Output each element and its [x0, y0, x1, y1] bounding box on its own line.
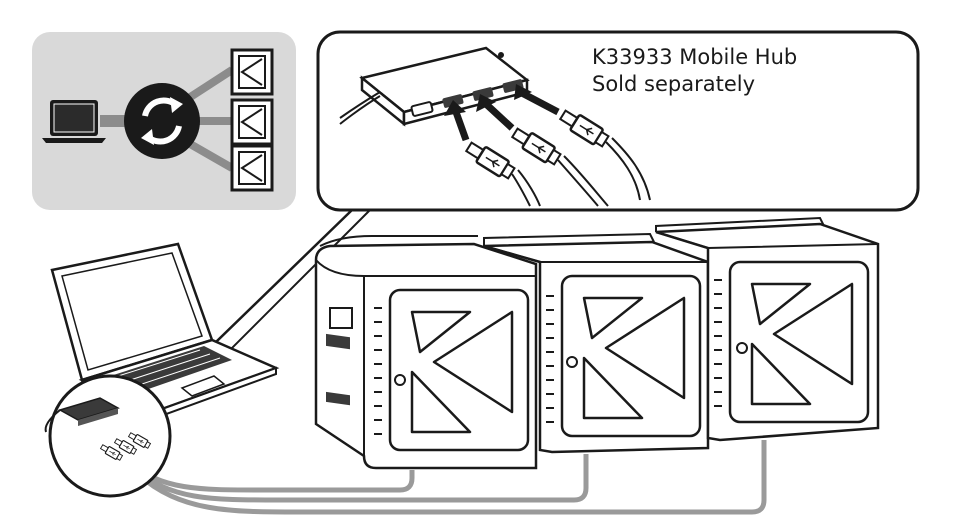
hub-availability-text: Sold separately — [592, 72, 755, 96]
laptop-icon — [42, 100, 106, 143]
mobile-hub-illustration — [339, 46, 530, 127]
hub-model-text: K33933 Mobile Hub — [592, 45, 798, 69]
insert-arrows — [444, 84, 560, 142]
tablet-icon — [230, 144, 274, 192]
tablet-icon — [230, 98, 274, 146]
charging-cabinet — [314, 235, 538, 470]
charging-cabinet — [483, 232, 710, 454]
hub-magnifier — [44, 374, 172, 498]
sync-icon — [124, 83, 200, 159]
tablet-icon — [230, 48, 274, 96]
hub-caption: K33933 Mobile Hub Sold separately — [592, 44, 797, 98]
gray-usb-cables — [128, 440, 767, 515]
charging-cabinet — [655, 216, 880, 442]
